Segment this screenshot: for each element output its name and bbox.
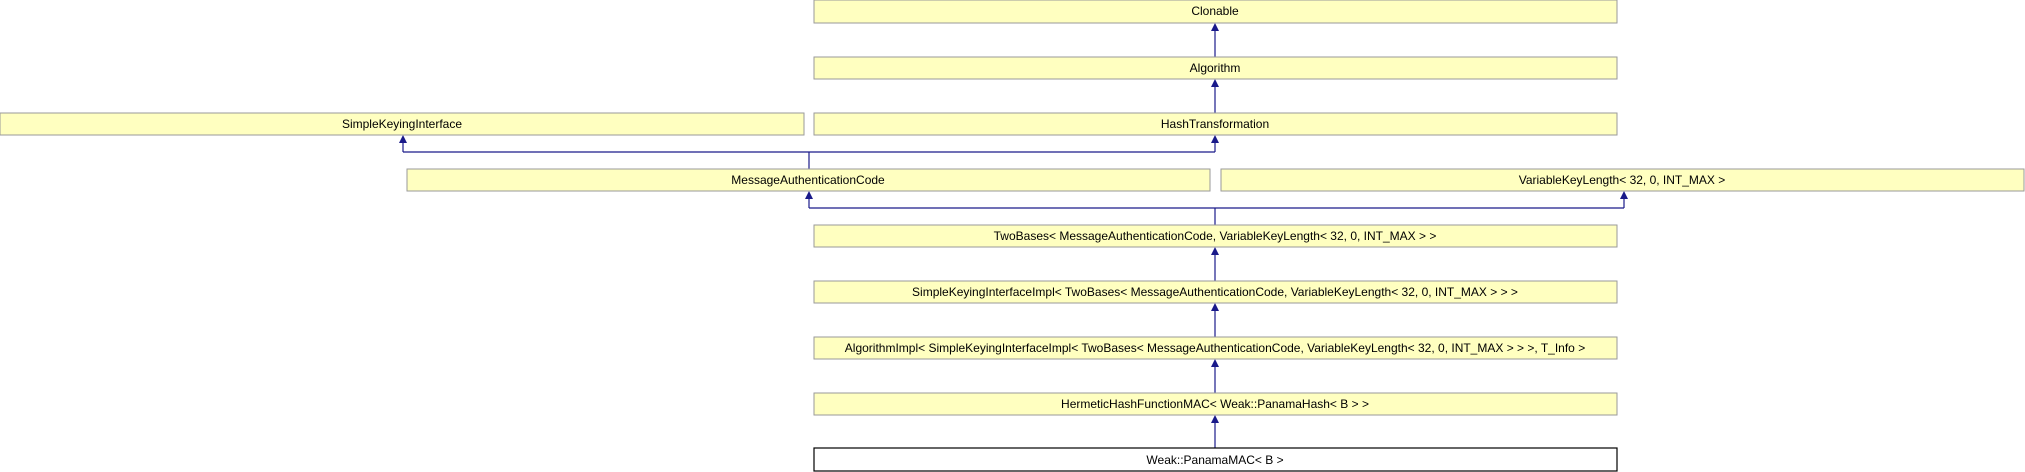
node-label: Weak::PanamaMAC< B >	[1146, 453, 1283, 467]
node-hash-transformation[interactable]: HashTransformation	[813, 112, 1618, 136]
node-algorithm[interactable]: Algorithm	[813, 56, 1618, 80]
node-algorithm-impl[interactable]: AlgorithmImpl< SimpleKeyingInterfaceImpl…	[813, 336, 1618, 360]
arrowhead-algorithm-to-clonable	[1211, 23, 1219, 31]
arrowhead-mac-to-hashtransformation	[1211, 135, 1219, 143]
node-variable-key-length[interactable]: VariableKeyLength< 32, 0, INT_MAX >	[1220, 168, 2025, 192]
node-hermetic-hash-function-mac[interactable]: HermeticHashFunctionMAC< Weak::PanamaHas…	[813, 392, 1618, 416]
arrowhead-mac-to-simplekeyinginterface	[399, 135, 407, 143]
node-message-authentication-code[interactable]: MessageAuthenticationCode	[406, 168, 1211, 192]
node-weak-panama-mac: Weak::PanamaMAC< B >	[813, 447, 1618, 472]
node-box	[0, 112, 805, 136]
arrowhead-panamamac-to-hermetic	[1211, 415, 1219, 423]
node-label: SimpleKeyingInterfaceImpl< TwoBases< Mes…	[912, 285, 1518, 299]
arrowhead-hermetic-to-algorithmimpl	[1211, 359, 1219, 367]
node-label: HashTransformation	[1161, 117, 1269, 131]
node-box	[813, 0, 1618, 24]
node-clonable[interactable]: Clonable	[813, 0, 1618, 24]
node-label: MessageAuthenticationCode	[731, 173, 885, 187]
node-box	[813, 224, 1618, 248]
node-two-bases[interactable]: TwoBases< MessageAuthenticationCode, Var…	[813, 224, 1618, 248]
node-simple-keying-interface-impl[interactable]: SimpleKeyingInterfaceImpl< TwoBases< Mes…	[813, 280, 1618, 304]
arrowhead-twobases-to-mac	[805, 191, 813, 199]
node-label: TwoBases< MessageAuthenticationCode, Var…	[994, 229, 1437, 243]
node-label: Algorithm	[1190, 61, 1241, 75]
node-label: Clonable	[1191, 4, 1239, 18]
node-box	[813, 447, 1618, 472]
node-box	[813, 112, 1618, 136]
arrowhead-twobases-to-variablekeylength	[1620, 191, 1628, 199]
arrowhead-simplekeyingimpl-to-twobases	[1211, 247, 1219, 255]
node-label: AlgorithmImpl< SimpleKeyingInterfaceImpl…	[845, 341, 1585, 355]
node-simple-keying-interface[interactable]: SimpleKeyingInterface	[0, 112, 805, 136]
node-box	[406, 168, 1211, 192]
node-box	[1220, 168, 2025, 192]
node-box	[813, 392, 1618, 416]
arrowhead-algorithmimpl-to-simplekeyingimpl	[1211, 303, 1219, 311]
node-box	[813, 56, 1618, 80]
node-box	[813, 280, 1618, 304]
arrowhead-hashtransformation-to-algorithm	[1211, 79, 1219, 87]
node-label: VariableKeyLength< 32, 0, INT_MAX >	[1519, 173, 1726, 187]
node-label: SimpleKeyingInterface	[342, 117, 462, 131]
inheritance-edges	[399, 23, 1628, 448]
node-box	[813, 336, 1618, 360]
node-label: HermeticHashFunctionMAC< Weak::PanamaHas…	[1061, 397, 1369, 411]
